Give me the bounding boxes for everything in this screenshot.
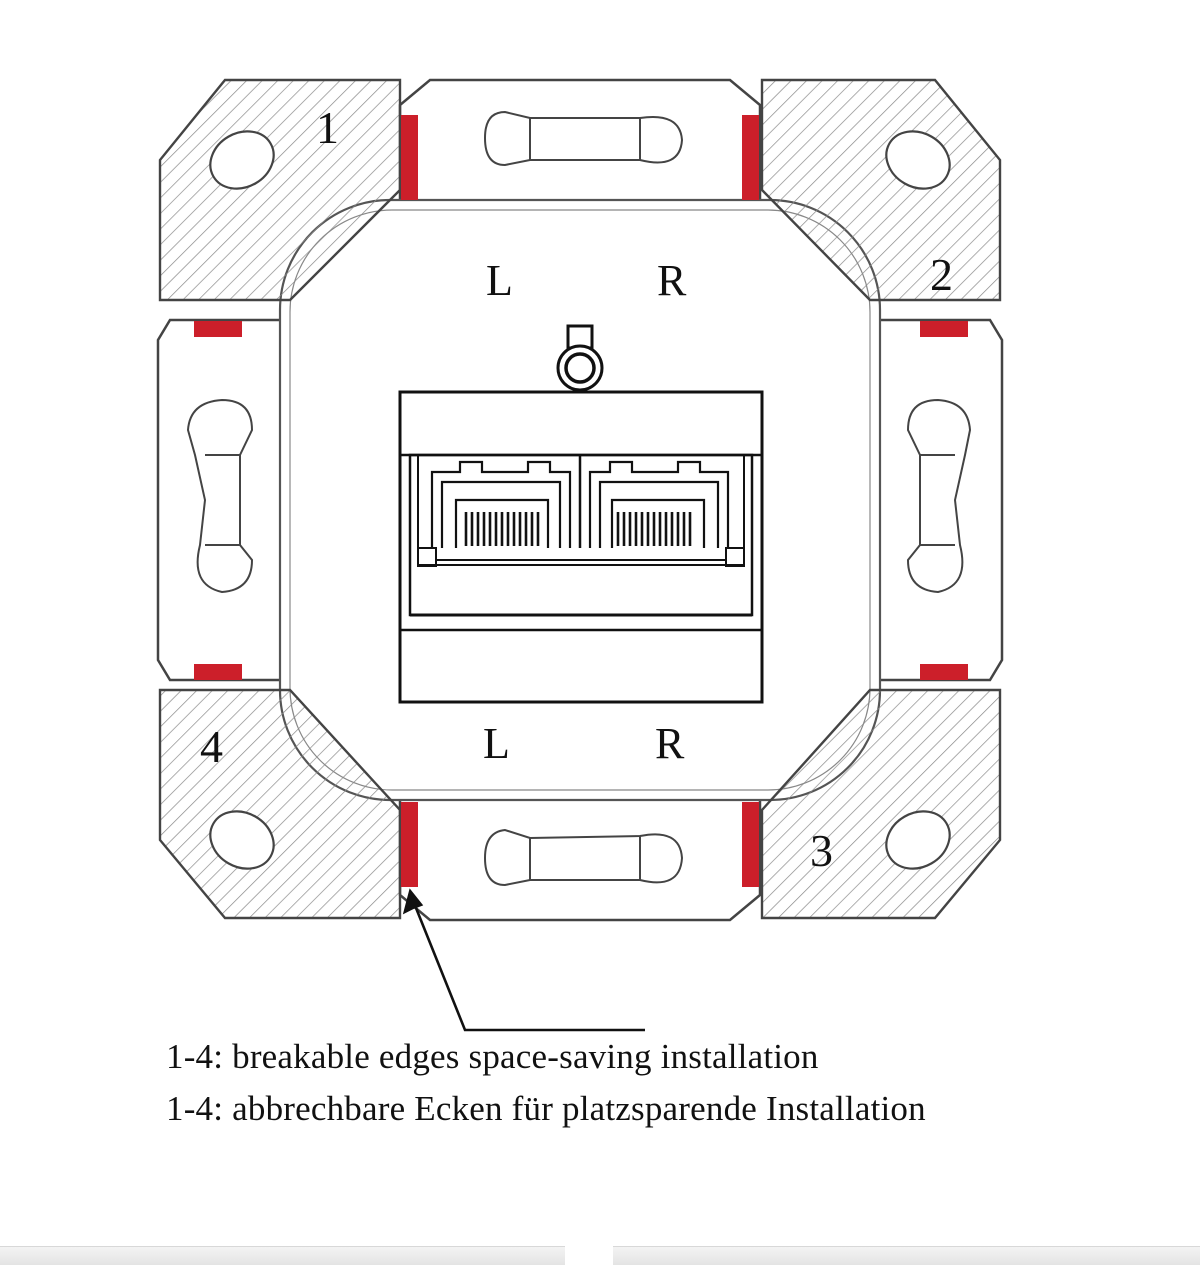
corner-tab-1 — [158, 78, 402, 302]
bottom-thumbnail-strip-left — [0, 1246, 565, 1265]
break-mark — [194, 321, 242, 337]
break-mark — [920, 664, 968, 680]
caption-german: 1-4: abbrechbare Ecken für platzsparende… — [166, 1089, 926, 1128]
rj45-port-icon — [588, 460, 730, 548]
screw-hole-icon — [209, 810, 275, 870]
break-marks — [194, 115, 968, 887]
corner-tab-3 — [760, 688, 1002, 920]
break-mark — [742, 802, 759, 887]
screw-hole-icon — [885, 130, 951, 190]
corner-tab-4 — [158, 688, 402, 920]
bottom-thumbnail-strip-right — [613, 1246, 1200, 1265]
caption-english: 1-4: breakable edges space-saving instal… — [166, 1037, 819, 1076]
break-mark — [742, 115, 759, 200]
break-mark — [194, 664, 242, 680]
mounting-slot-icon — [483, 828, 684, 887]
mounting-slot-icon — [186, 398, 254, 594]
break-mark — [401, 802, 418, 887]
corner-label-1: 1 — [316, 102, 339, 153]
port-label-bottom-right: R — [655, 719, 685, 768]
break-mark — [920, 321, 968, 337]
leader-arrow — [402, 888, 645, 1032]
port-label-top-left: L — [486, 256, 513, 305]
jack-module — [398, 390, 764, 704]
break-mark — [401, 115, 418, 200]
corner-tab-2 — [760, 78, 1002, 302]
corner-label-4: 4 — [200, 721, 223, 772]
corner-label-2: 2 — [930, 249, 953, 300]
port-label-top-right: R — [657, 256, 687, 305]
mounting-slot-icon — [483, 110, 684, 167]
corner-label-3: 3 — [810, 825, 833, 876]
mounting-slot-icon — [906, 398, 972, 594]
screw-hole-icon — [209, 130, 275, 190]
rj45-port-icon — [430, 460, 572, 548]
port-label-bottom-left: L — [483, 719, 510, 768]
screw-hole-icon — [885, 810, 951, 870]
label-holder — [556, 324, 604, 392]
